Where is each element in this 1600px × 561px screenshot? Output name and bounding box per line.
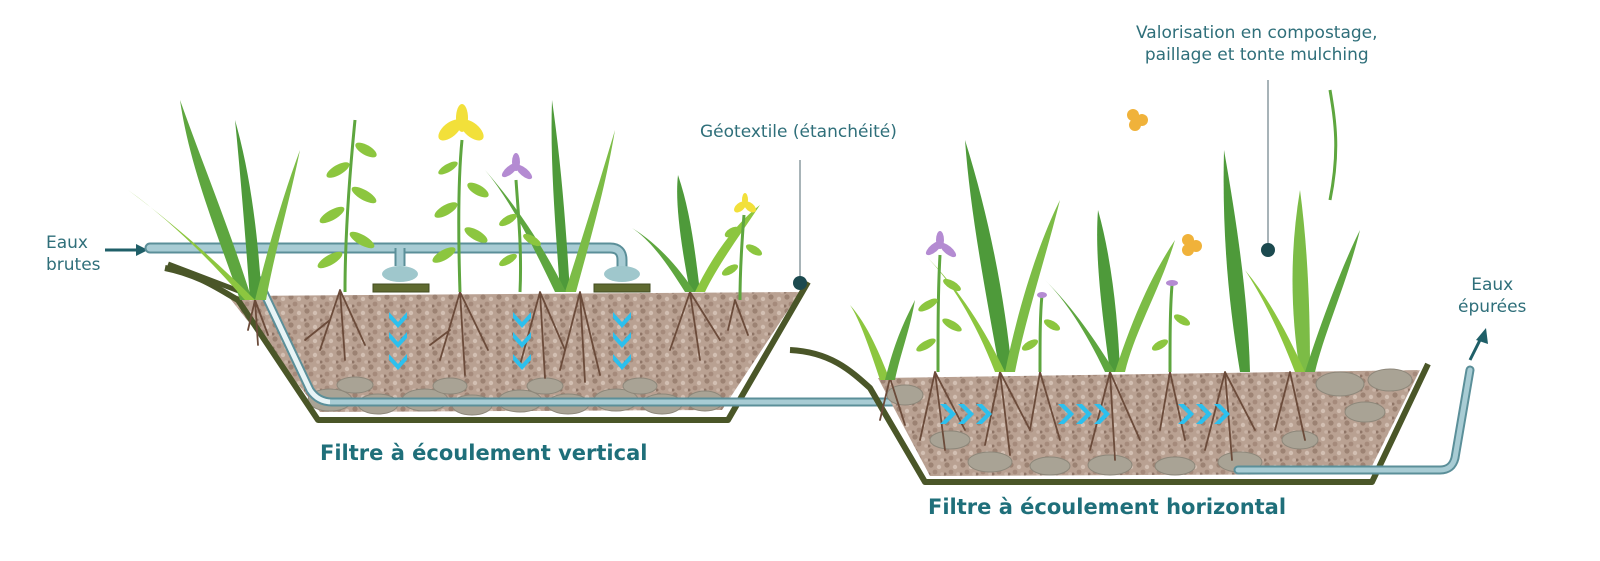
geotextile-marker xyxy=(793,276,807,290)
inflow-arrowhead-icon xyxy=(136,244,148,256)
purple-flower-icon xyxy=(501,153,533,180)
geotextile-label: Géotextile (étanchéité) xyxy=(700,122,897,142)
valorisation-label-line2: paillage et tonte mulching xyxy=(1144,45,1369,65)
valorisation-label: Valorisation en compostage, paillage et … xyxy=(1136,22,1378,66)
distributor-plate-2 xyxy=(593,283,651,293)
inflow-pipe xyxy=(105,242,651,293)
vertical-flow-chevron-2-1 xyxy=(513,312,531,328)
vertical-flow-chevron-1-3 xyxy=(389,354,407,370)
roots xyxy=(247,289,1306,461)
vertical-flow-chevron-2-2 xyxy=(513,332,531,348)
vertical-flow-chevron-1-1 xyxy=(389,312,407,328)
purple-flower-icon-2 xyxy=(925,231,1178,298)
horizontal-flow-chevron-2-1 xyxy=(1058,404,1074,424)
inflow-label: Eaux brutes xyxy=(46,232,101,276)
outflow-arrowhead-icon xyxy=(1476,328,1488,344)
plants-vertical xyxy=(128,100,763,301)
valorisation-label-line1: Valorisation en compostage, xyxy=(1136,23,1378,43)
distributor-plate-1 xyxy=(372,283,430,293)
horizontal-flow-chevron-2-2 xyxy=(1076,404,1092,424)
outflow-label: Eaux épurées xyxy=(1458,274,1526,318)
horizontal-flow-chevron-3-2 xyxy=(1196,404,1212,424)
vertical-flow-chevron-1-2 xyxy=(389,332,407,348)
inflow-label-line1: Eaux xyxy=(46,233,88,253)
yellow-flower-icon xyxy=(438,104,756,213)
horizontal-flow-chevron-3-1 xyxy=(1178,404,1194,424)
horizontal-basin-wall xyxy=(789,347,1431,485)
orange-flower-icon xyxy=(1127,109,1202,256)
vertical-basin-wall xyxy=(164,265,811,423)
vertical-filter-basin xyxy=(164,261,917,423)
horizontal-flow-chevron-1-1 xyxy=(940,404,956,424)
outflow-label-line2: épurées xyxy=(1458,297,1527,317)
outflow-label-line1: Eaux xyxy=(1471,275,1514,295)
vertical-flow-chevron-3-2 xyxy=(613,332,631,348)
horizontal-flow-arrows xyxy=(940,404,1230,424)
plants-horizontal xyxy=(850,89,1360,380)
vertical-flow-chevron-3-1 xyxy=(613,312,631,328)
valorisation-marker xyxy=(1261,243,1275,257)
horizontal-stones xyxy=(886,368,1413,476)
horizontal-flow-chevron-2-3 xyxy=(1094,404,1110,424)
vertical-flow-arrows xyxy=(389,312,631,370)
vertical-flow-chevron-3-3 xyxy=(613,354,631,370)
horizontal-flow-chevron-1-2 xyxy=(958,404,974,424)
vertical-flow-chevron-2-3 xyxy=(513,354,531,370)
horizontal-filter-title: Filtre à écoulement horizontal xyxy=(928,495,1287,519)
vertical-filter-title: Filtre à écoulement vertical xyxy=(320,441,648,465)
inflow-label-line2: brutes xyxy=(46,255,101,275)
horizontal-flow-chevron-3-3 xyxy=(1214,404,1230,424)
horizontal-flow-chevron-1-3 xyxy=(976,404,992,424)
